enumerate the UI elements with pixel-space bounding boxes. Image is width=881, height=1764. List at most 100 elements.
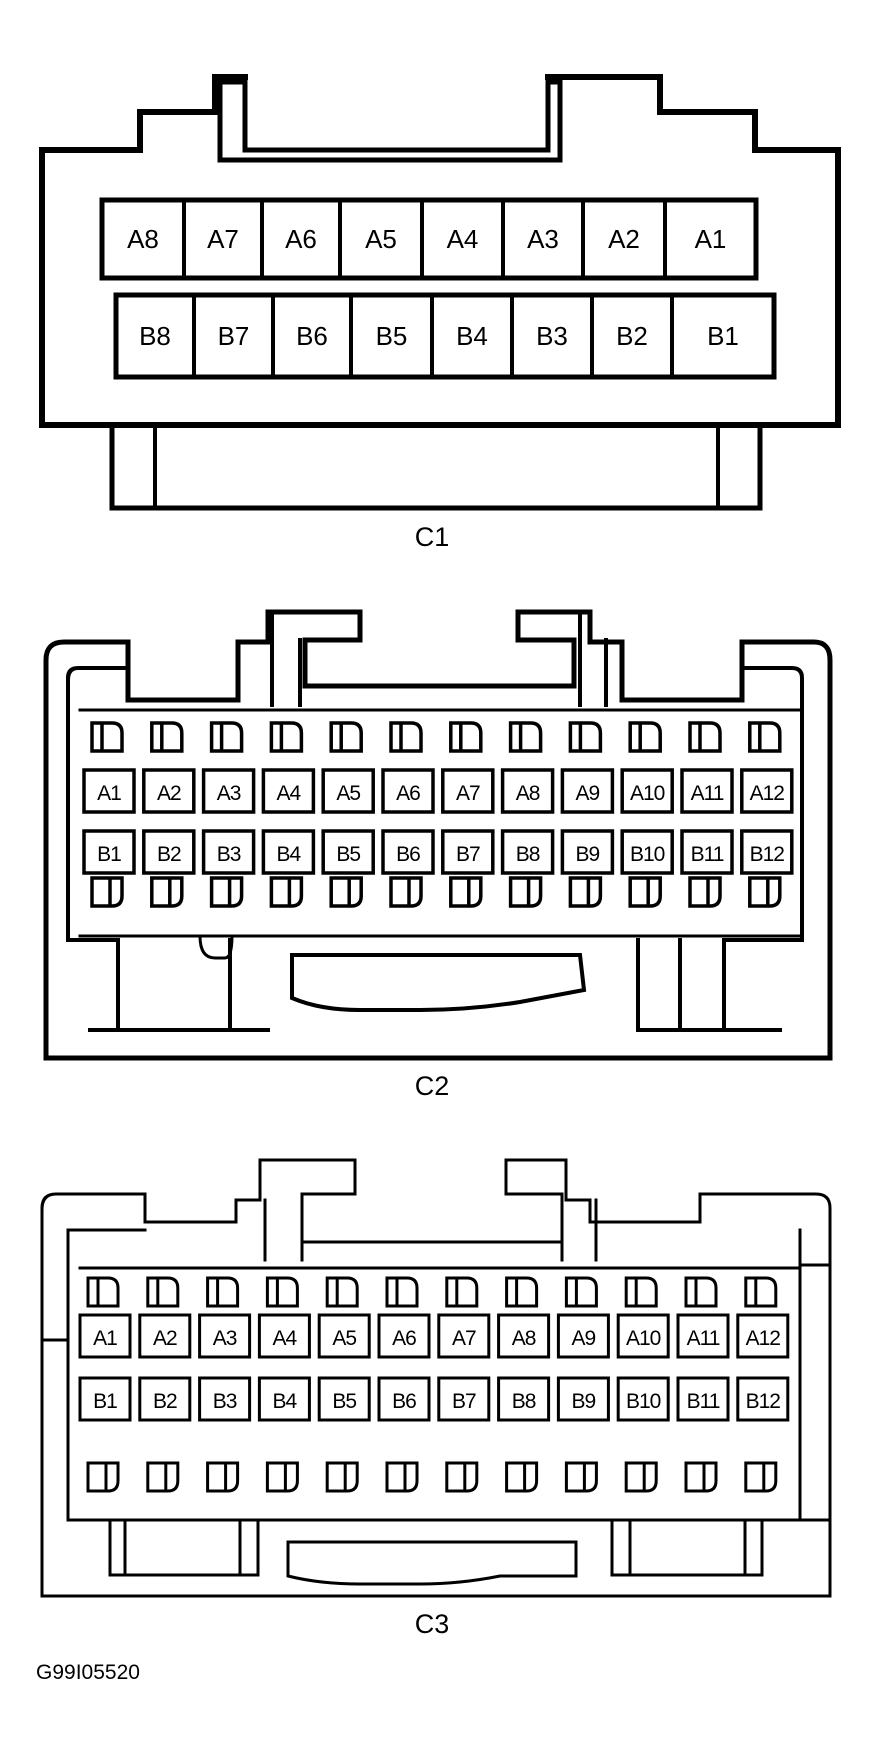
terminal-cavity xyxy=(325,1461,359,1493)
pin-cell xyxy=(198,1313,252,1359)
pin-cell xyxy=(82,768,136,814)
pin-cell xyxy=(317,1313,371,1359)
terminal-cavity xyxy=(90,876,124,908)
terminal-cavity xyxy=(505,1276,539,1308)
pin-cell xyxy=(736,1313,790,1359)
terminal-cavity xyxy=(150,876,184,908)
pin-cell xyxy=(142,768,196,814)
connector-c3-label: C3 xyxy=(415,1609,450,1639)
pin-label: A2 xyxy=(153,1327,177,1350)
terminal-cavity xyxy=(269,721,304,753)
pin-cell xyxy=(377,1313,431,1359)
terminal-cavity xyxy=(329,876,363,908)
pin-label: B1 xyxy=(707,321,739,351)
pin-label: A11 xyxy=(687,1327,720,1350)
pin-label: A7 xyxy=(452,1327,476,1350)
pin-label: B7 xyxy=(456,843,480,866)
terminal-cavity xyxy=(389,721,423,753)
pin-label: A3 xyxy=(527,224,559,254)
pin-label: A4 xyxy=(273,1327,298,1350)
terminal-cavity xyxy=(568,876,603,908)
pin-label: B6 xyxy=(296,321,328,351)
pin-cell xyxy=(257,1376,311,1422)
pin-label: A12 xyxy=(746,1327,781,1350)
pin-cell xyxy=(142,829,196,875)
pin-label: A12 xyxy=(750,782,785,805)
terminal-cavity xyxy=(748,876,782,908)
pin-cell xyxy=(201,829,256,875)
pin-label: B4 xyxy=(456,321,488,351)
terminal-cavity xyxy=(385,1461,419,1493)
pin-label: A10 xyxy=(626,1327,661,1350)
pin-cell xyxy=(680,829,734,875)
terminal-cavity xyxy=(508,876,543,908)
pin-label: B2 xyxy=(153,1390,177,1413)
pin-label: B4 xyxy=(273,1390,298,1413)
pin-label: A7 xyxy=(207,224,239,254)
terminal-cavity xyxy=(688,721,722,753)
pin-label: A8 xyxy=(516,782,540,805)
pin-label: B7 xyxy=(218,321,250,351)
pin-cell xyxy=(261,829,316,875)
pin-cell xyxy=(616,1376,670,1422)
pin-label: A6 xyxy=(396,782,420,805)
pin-cell xyxy=(441,768,495,814)
pin-label: A5 xyxy=(365,224,397,254)
terminal-cavity xyxy=(325,1276,359,1308)
pin-cell xyxy=(497,1376,551,1422)
pin-label: A7 xyxy=(456,782,480,805)
terminal-cavity xyxy=(508,721,543,753)
connector-c1-housing xyxy=(39,74,841,511)
pin-cell xyxy=(198,1376,252,1422)
pin-label: B8 xyxy=(516,843,540,866)
pin-cell xyxy=(377,1376,431,1422)
terminal-cavity xyxy=(86,1276,120,1308)
pin-label: B11 xyxy=(687,1390,720,1413)
terminal-cavity xyxy=(385,1276,419,1308)
pin-cell xyxy=(560,829,615,875)
pin-label: B6 xyxy=(396,843,420,866)
pin-label: A9 xyxy=(572,1327,596,1350)
terminal-cavity xyxy=(568,721,603,753)
terminal-cavity xyxy=(564,1461,598,1493)
terminal-cavity xyxy=(206,1276,240,1308)
pin-cell xyxy=(616,1313,670,1359)
pin-label: A4 xyxy=(447,224,479,254)
terminal-cavity xyxy=(748,721,782,753)
pin-label: A2 xyxy=(608,224,640,254)
terminal-cavity xyxy=(449,876,483,908)
pin-label: B11 xyxy=(691,843,724,866)
pin-label: B10 xyxy=(626,1390,661,1413)
pin-cell xyxy=(78,1376,132,1422)
pin-cell xyxy=(437,1313,491,1359)
pin-label: B5 xyxy=(376,321,408,351)
pin-label: B12 xyxy=(746,1390,781,1413)
terminal-cavity xyxy=(624,1276,658,1308)
pin-cell xyxy=(201,768,256,814)
pin-label: B1 xyxy=(93,1390,117,1413)
terminal-cavity xyxy=(269,876,304,908)
pin-cell xyxy=(138,1376,192,1422)
terminal-cavity xyxy=(628,721,662,753)
pin-cell xyxy=(321,829,375,875)
pin-cell xyxy=(321,768,375,814)
terminal-cavity xyxy=(449,721,483,753)
pin-label: B8 xyxy=(512,1390,536,1413)
terminal-cavity xyxy=(206,1461,240,1493)
pin-label: B10 xyxy=(630,843,665,866)
pin-cell xyxy=(261,768,316,814)
terminal-cavity xyxy=(209,721,244,753)
pin-label: A9 xyxy=(576,782,600,805)
terminal-cavity xyxy=(90,721,124,753)
pin-cell xyxy=(676,1313,730,1359)
pin-label: B12 xyxy=(750,843,785,866)
pin-cell xyxy=(381,829,435,875)
terminal-cavity xyxy=(86,1461,120,1493)
pin-label: A11 xyxy=(691,782,724,805)
pin-cell xyxy=(82,829,136,875)
figure-code: G99I05520 xyxy=(36,1661,140,1684)
pin-label: B5 xyxy=(332,1390,356,1413)
terminal-cavity xyxy=(146,1276,180,1308)
pin-cell xyxy=(736,1376,790,1422)
